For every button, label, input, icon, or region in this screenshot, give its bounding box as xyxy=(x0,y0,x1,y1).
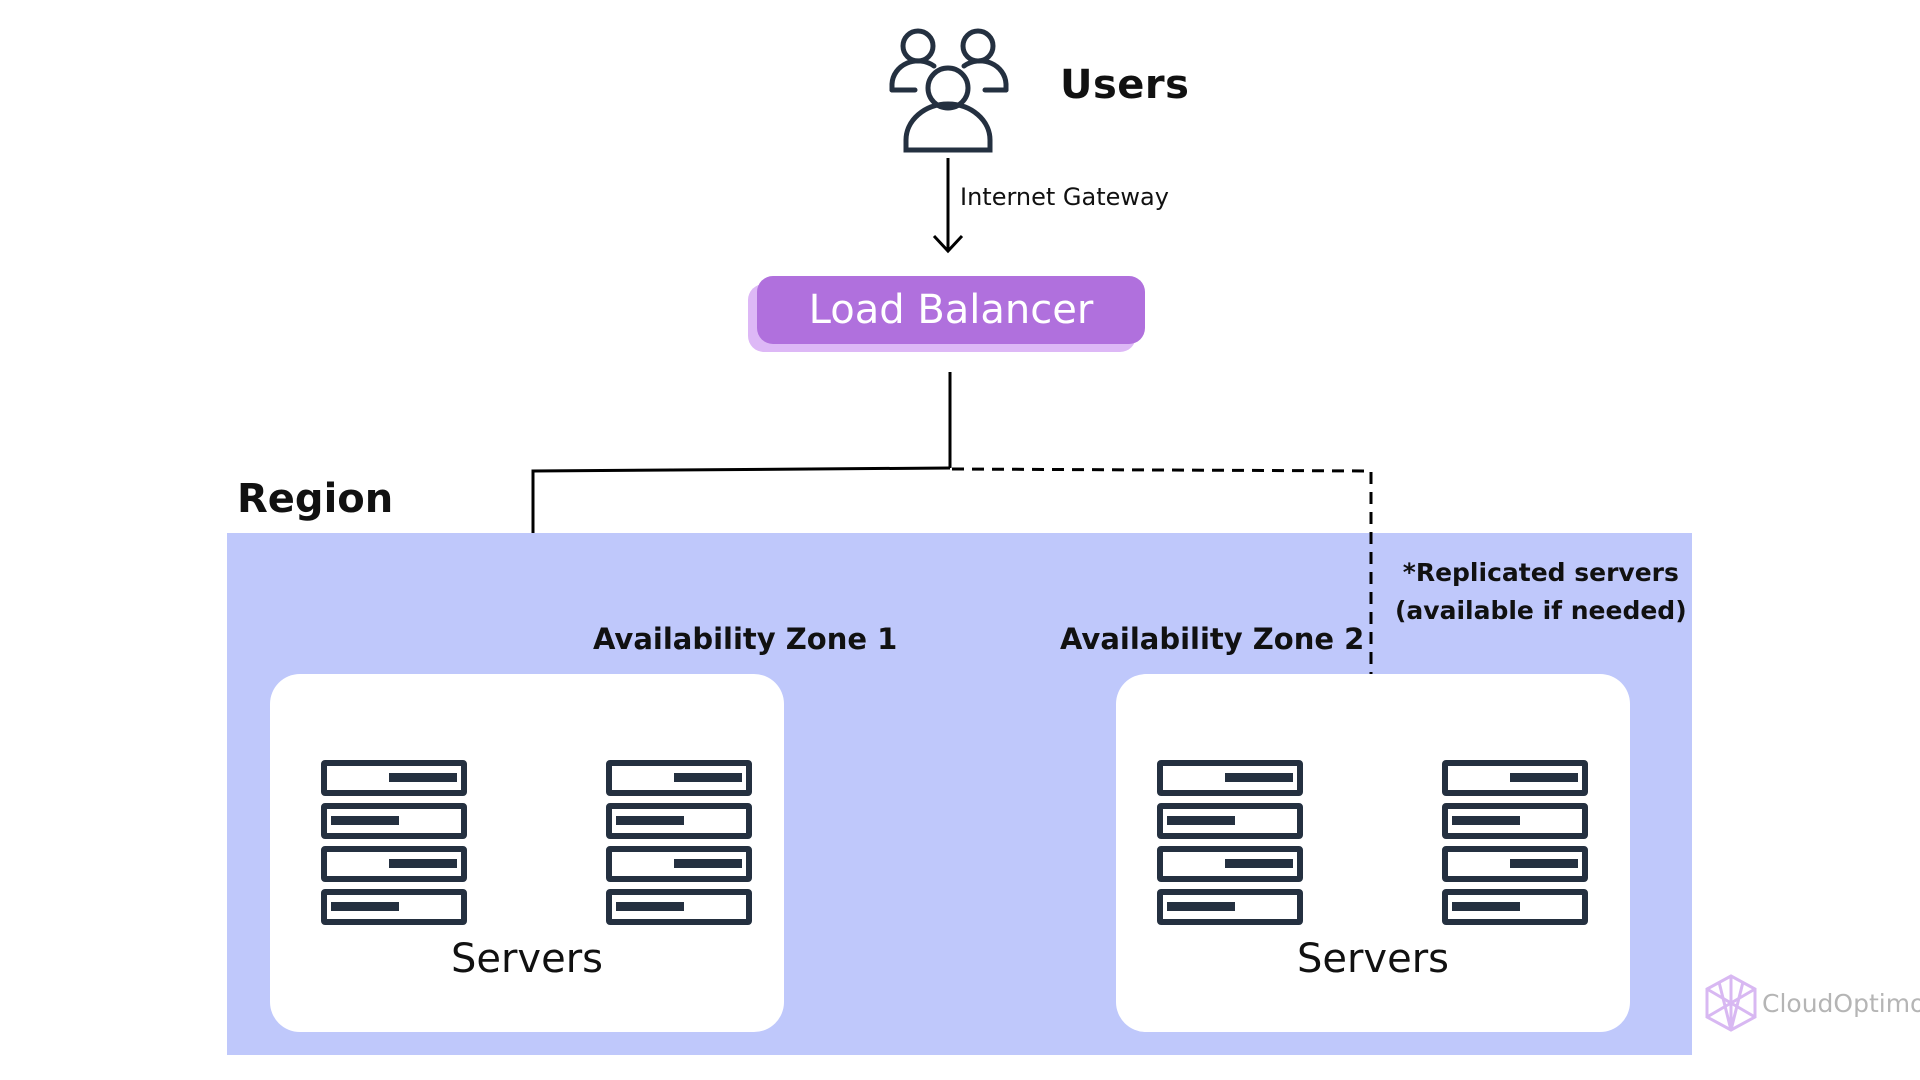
server-unit xyxy=(321,846,467,882)
server-unit xyxy=(606,889,752,925)
az1-servers-box[interactable]: Servers xyxy=(270,674,784,1032)
gateway-arrow xyxy=(932,158,964,254)
server-unit xyxy=(1157,760,1303,796)
server-unit xyxy=(606,846,752,882)
note-line-1: *Replicated servers xyxy=(1402,558,1679,587)
az1-servers-label: Servers xyxy=(450,936,603,982)
server-unit xyxy=(1157,889,1303,925)
server-unit xyxy=(1442,889,1588,925)
internet-gateway-label: Internet Gateway xyxy=(960,183,1169,211)
cloudoptimo-logo-icon xyxy=(1705,974,1757,1032)
load-balancer-node[interactable]: Load Balancer xyxy=(757,276,1145,344)
server-unit xyxy=(321,889,467,925)
users-group-icon xyxy=(889,28,1009,153)
watermark: CloudOptimo xyxy=(1704,974,1920,1032)
az1-label: Availability Zone 1 xyxy=(593,622,898,656)
region-label: Region xyxy=(237,476,394,522)
users-label: Users xyxy=(1060,62,1190,108)
server-rack-icon xyxy=(606,760,752,932)
server-unit xyxy=(321,760,467,796)
server-unit xyxy=(1442,846,1588,882)
server-unit xyxy=(1442,803,1588,839)
server-unit xyxy=(606,803,752,839)
server-rack-icon xyxy=(1157,760,1303,932)
server-unit xyxy=(1442,760,1588,796)
replicated-servers-note: *Replicated servers (available if needed… xyxy=(1395,554,1687,630)
server-unit xyxy=(1157,803,1303,839)
server-rack-icon xyxy=(1442,760,1588,932)
az2-label: Availability Zone 2 xyxy=(1060,622,1365,656)
note-line-2: (available if needed) xyxy=(1395,596,1687,625)
load-balancer-label: Load Balancer xyxy=(808,287,1094,333)
server-unit xyxy=(606,760,752,796)
az2-servers-box[interactable]: Servers xyxy=(1116,674,1630,1032)
server-rack-icon xyxy=(321,760,467,932)
server-unit xyxy=(1157,846,1303,882)
watermark-label: CloudOptimo xyxy=(1762,988,1920,1018)
server-unit xyxy=(321,803,467,839)
lb-to-az2-dashed-arrow xyxy=(951,467,1373,724)
az2-servers-label: Servers xyxy=(1296,936,1449,982)
